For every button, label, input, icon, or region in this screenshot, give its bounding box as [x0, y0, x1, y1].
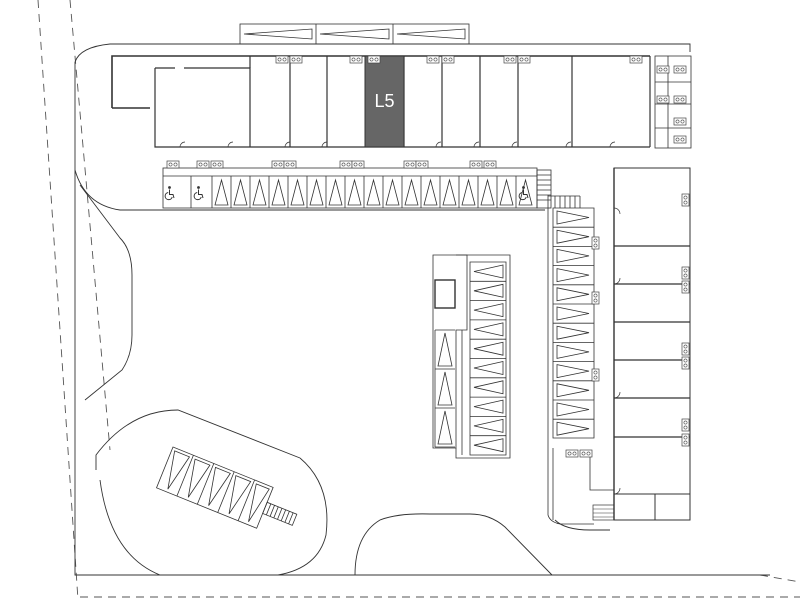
parking-stall-marker	[473, 322, 504, 337]
parking-stall-marker	[556, 287, 590, 302]
service-block	[654, 55, 692, 149]
parking-stall-marker	[214, 178, 229, 206]
parking-stall-marker	[556, 421, 590, 436]
parking-stall-marker	[233, 178, 248, 206]
central-row-fixtures	[166, 160, 497, 169]
parking-stall-marker	[473, 283, 504, 298]
parking-stall-marker	[290, 178, 305, 206]
parking-stall-marker	[366, 178, 381, 206]
parking-stall-marker	[442, 178, 457, 206]
parking-stall-marker	[518, 178, 533, 206]
central-parking-row	[162, 167, 552, 209]
parking-stall-marker	[473, 399, 504, 414]
parking-stall-marker	[271, 178, 286, 206]
parking-stall-marker	[461, 178, 476, 206]
parking-stall-marker	[556, 383, 590, 398]
parking-stall-marker	[556, 210, 590, 225]
parking-stall-marker	[385, 178, 400, 206]
parking-stall-marker	[437, 371, 453, 406]
parking-stall-marker	[473, 418, 504, 433]
unit-l5-highlight[interactable]	[364, 55, 405, 148]
parking-stall-marker	[556, 364, 590, 379]
parking-stall-marker	[347, 178, 362, 206]
parking-stall-marker	[556, 248, 590, 263]
parking-stall-marker	[309, 178, 324, 206]
east-parking-column	[547, 195, 595, 525]
east-fixtures	[681, 193, 690, 447]
road-edges	[74, 43, 770, 576]
parking-stall-marker	[556, 268, 590, 283]
parking-stall-marker	[556, 344, 590, 359]
parking-stall-marker	[473, 341, 504, 356]
parking-stall-marker	[404, 178, 419, 206]
parking-stall-marker	[437, 332, 453, 367]
top-parking-row	[239, 23, 470, 45]
parking-stall-marker	[423, 178, 438, 206]
parking-stall-marker	[473, 438, 504, 453]
parking-stall-marker	[473, 303, 504, 318]
parking-stall-marker	[499, 178, 514, 206]
parking-stall-marker	[473, 380, 504, 395]
property-boundary	[37, 0, 800, 600]
parking-stall-marker	[556, 402, 590, 417]
center-parking-island	[432, 254, 511, 459]
parking-stall-marker	[480, 178, 495, 206]
parking-stall-marker	[328, 178, 343, 206]
parking-stall-marker	[556, 306, 590, 321]
southwest-parking	[155, 446, 298, 529]
parking-stall-marker	[473, 361, 504, 375]
parking-stall-marker	[556, 229, 590, 244]
parking-stall-marker	[252, 178, 267, 206]
north-building	[111, 55, 651, 148]
parking-stall-marker	[473, 264, 504, 279]
east-building	[589, 167, 691, 521]
parking-stall-marker	[556, 325, 590, 340]
unit-l5-label: L5	[374, 91, 394, 111]
north-fixtures	[275, 55, 643, 64]
parking-stall-marker	[437, 410, 453, 445]
